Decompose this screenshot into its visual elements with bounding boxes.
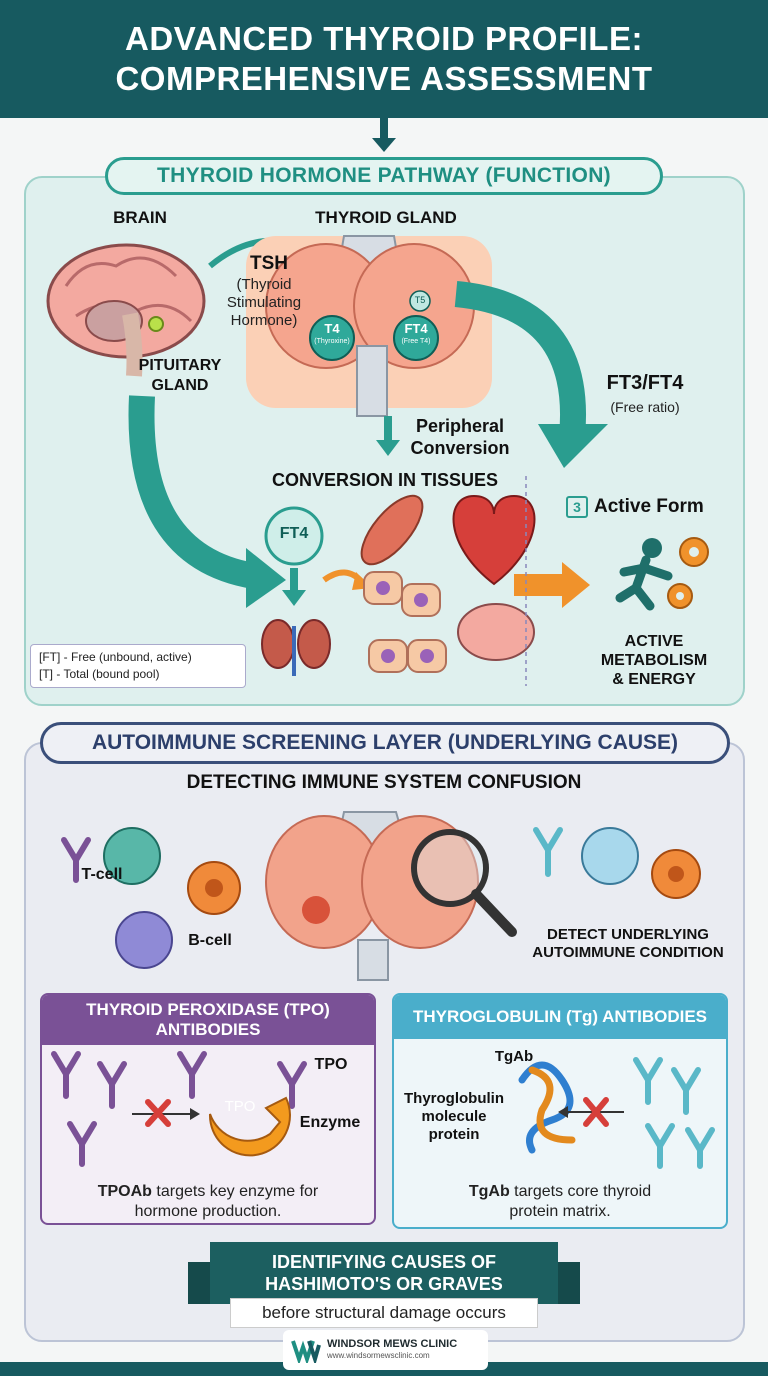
enzyme-label: Enzyme: [299, 1114, 361, 1131]
thyroid-gland-label: THYROID GLAND: [315, 208, 457, 227]
cell-icon: [581, 827, 639, 885]
muscle-icon: [360, 494, 424, 566]
legend-ft: [FT] - Free (unbound, active): [39, 650, 192, 664]
arrow-icon: [562, 562, 590, 608]
magnifying-glass-icon: [411, 829, 517, 937]
active-form-label: Active Form: [594, 496, 704, 517]
gear-icon: [667, 537, 709, 609]
page-title-line1: ADVANCED THYROID PROFILE:: [125, 20, 643, 57]
tpo-label: TPO: [314, 1056, 348, 1073]
clinic-name: WINDSOR MEWS CLINIC: [327, 1338, 458, 1350]
tpo-antibodies-box: THYROID PEROXIDASE (TPO)ANTIBODIES: [40, 993, 376, 1225]
autoimmune-subtitle: DETECTING IMMUNE SYSTEM CONFUSION: [186, 772, 582, 793]
antibody-icon: [633, 1057, 715, 1169]
header-arrow-stem: [380, 118, 388, 140]
page-title-line2: COMPREHENSIVE ASSESSMENT: [115, 60, 653, 97]
tissue-ft4-label: FT4: [279, 525, 309, 542]
tpo-illustration: [51, 1051, 307, 1167]
macrophage-icon: [651, 849, 701, 899]
ratio-sub: (Free ratio): [610, 399, 680, 415]
small-brain-icon: [457, 603, 535, 661]
brain-icon: [46, 243, 206, 377]
legend-box: [FT] - Free (unbound, active) [T] - Tota…: [30, 644, 246, 688]
tpo-enzyme-text: TPO: [224, 1098, 256, 1115]
macrophage-icon: [187, 861, 241, 915]
legend-t: [T] - Total (bound pool): [39, 667, 160, 681]
pathway-section-title: THYROID HORMONE PATHWAY (FUNCTION): [105, 157, 663, 195]
autoimmune-section-title: AUTOIMMUNE SCREENING LAYER (UNDERLYING C…: [40, 722, 730, 764]
clinic-logo-icon: [291, 1340, 321, 1363]
banner-subtitle: before structural damage occurs: [230, 1298, 538, 1328]
liver-cells-icon: [363, 571, 447, 673]
ft4-circle-icon: [264, 506, 324, 566]
tissues-title: CONVERSION IN TISSUES: [271, 470, 499, 490]
pathway-illustration: [46, 235, 709, 686]
clinic-logo[interactable]: WINDSOR MEWS CLINIC www.windsormewsclini…: [283, 1330, 488, 1370]
ft4-badge: FT4(Free T4): [401, 321, 431, 345]
t5-badge: T5: [414, 295, 426, 305]
down-arrow-icon: [372, 138, 396, 152]
blocked-x-icon: [145, 1099, 171, 1127]
t-cell-icon: [103, 827, 161, 885]
kidneys-icon: [261, 619, 331, 676]
running-person-icon: [615, 538, 673, 611]
arrow-icon: [246, 548, 286, 608]
active-num-badge: 3: [566, 496, 588, 518]
clinic-url: www.windsormewsclinic.com: [327, 1351, 430, 1360]
t-cell-label: T-cell: [81, 866, 123, 883]
antibody-icon: [51, 1051, 307, 1167]
antibody-icon: [61, 837, 91, 883]
b-cell-label: B-cell: [188, 932, 232, 949]
arrow-icon: [538, 424, 608, 468]
t4-badge: T4(Thyroxine): [314, 321, 350, 345]
b-cell-icon: [115, 911, 173, 969]
brain-label: BRAIN: [113, 208, 167, 227]
thyroglobulin-molecule-icon: [518, 1061, 576, 1154]
thyroid-gland-icon: [246, 235, 492, 417]
antibody-icon: [533, 827, 563, 877]
tpo-box-title: THYROID PEROXIDASE (TPO)ANTIBODIES: [42, 995, 374, 1045]
tgab-label: TgAb: [494, 1048, 534, 1065]
blocked-x-icon: [583, 1097, 609, 1127]
tpo-enzyme-icon: [208, 1096, 291, 1157]
conclusion-banner: IDENTIFYING CAUSES OF HASHIMOTO'S OR GRA…: [210, 1242, 558, 1304]
header-banner: ADVANCED THYROID PROFILE: COMPREHENSIVE …: [0, 0, 768, 118]
tg-illustration: [518, 1057, 715, 1169]
tsh-label: TSH: [250, 253, 288, 274]
immune-illustration: [61, 811, 701, 981]
heart-icon: [452, 494, 536, 586]
tg-caption: TgAb targets core thyroid protein matrix…: [468, 1183, 652, 1220]
tpo-caption: TPOAb targets key enzyme for hormone pro…: [97, 1183, 319, 1220]
tg-box-title: THYROGLOBULIN (Tg) ANTIBODIES: [394, 995, 726, 1039]
ratio-label: FT3/FT4: [606, 372, 684, 394]
